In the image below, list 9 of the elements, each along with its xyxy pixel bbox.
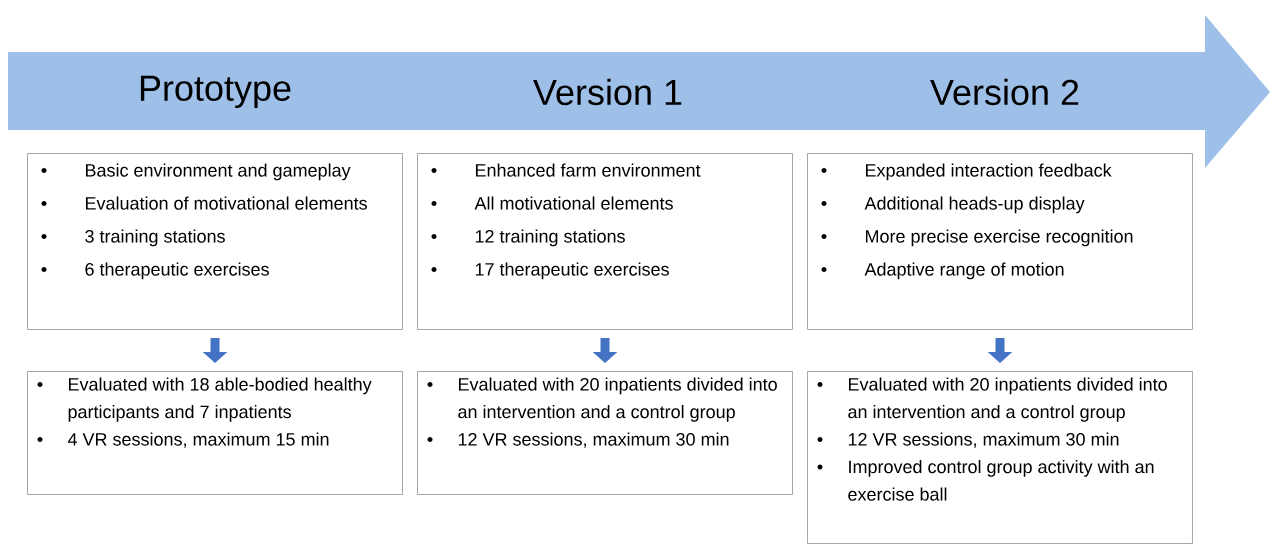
- bullet-list-box: Enhanced farm environment All motivational elements 12 training stations 17 therapeutic exercises: [417, 153, 793, 330]
- bullet-list-box: Evaluated with 18 able-bodied healthy participants and 7 inpatients 4 VR sessions, maximum 15 min: [27, 371, 403, 495]
- stage-title: Prototype: [140, 75, 291, 109]
- bullet-list-box: Basic environment and gameplay Evaluation of motivational elements 3 training stations 6 therapeutic exercises: [27, 153, 403, 330]
- bullet-list-box: Expanded interaction feedback Additional heads-up display More precise exercise recognition Adaptive range of motion: [807, 153, 1193, 330]
- stage-title: Version 1: [533, 78, 682, 106]
- stage-title: Version 2: [930, 78, 1079, 106]
- bullet-list-box: Evaluated with 20 inpatients divided into an intervention and a control group 12 VR sessions, maximum 30 min Improved control group activity with an exercise ball: [807, 371, 1193, 544]
- bullet-list-box: Evaluated with 20 inpatients divided into an intervention and a control group 12 VR sessions, maximum 30 min: [417, 371, 793, 495]
